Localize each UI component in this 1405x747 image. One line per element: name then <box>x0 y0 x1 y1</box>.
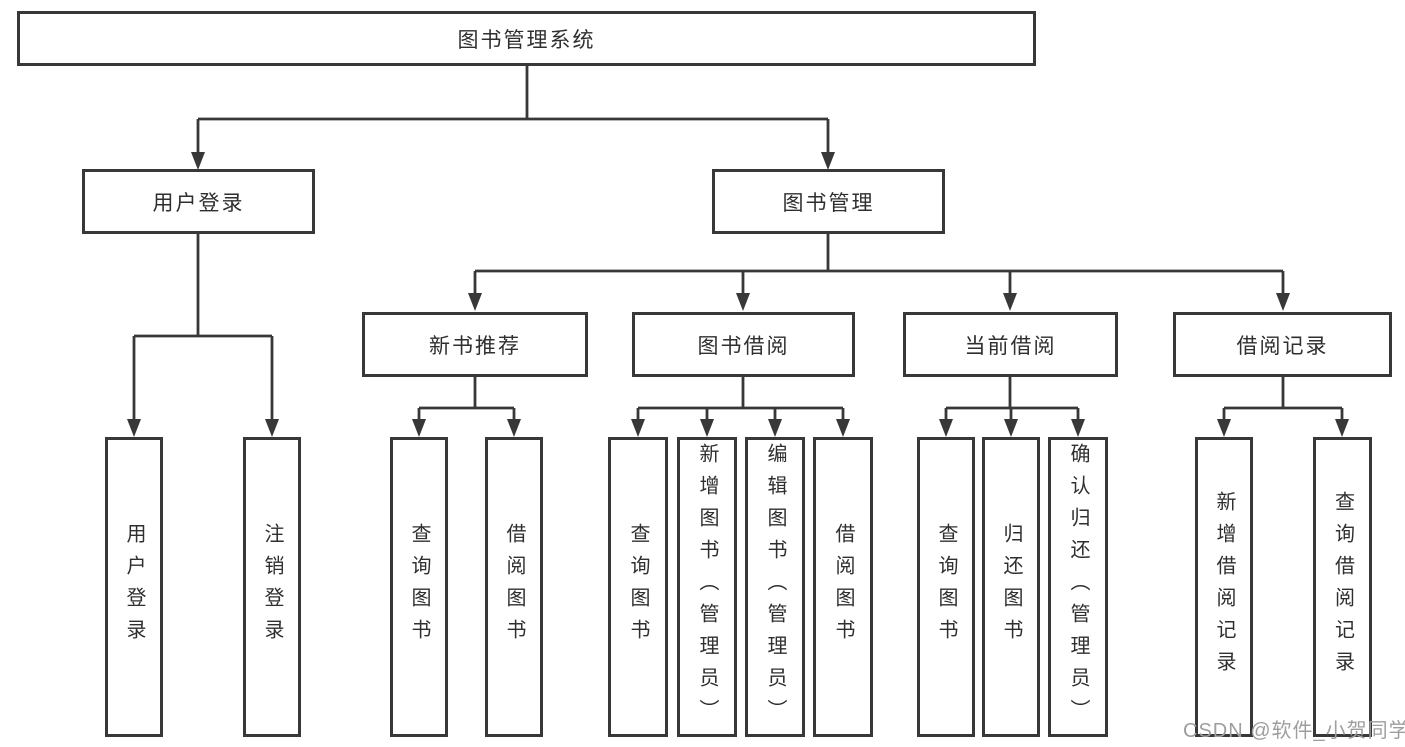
node-label: 归还图书 <box>1000 523 1022 651</box>
node-borrow-records: 借阅记录 <box>1173 312 1392 377</box>
node-borrow-books: 借阅图书 <box>813 437 873 737</box>
node-label: 借阅图书 <box>503 523 525 651</box>
node-label: 新书推荐 <box>429 334 521 358</box>
node-new-book-recommend: 新书推荐 <box>362 312 588 377</box>
node-confirm-return-admin: 确认归还（管理员） <box>1048 437 1108 737</box>
node-current-borrowing: 当前借阅 <box>903 312 1118 377</box>
node-label: 查询图书 <box>627 523 649 651</box>
node-label: 图书借阅 <box>697 334 790 358</box>
node-label: 查询图书 <box>408 523 430 651</box>
node-query-borrow-record: 查询借阅记录 <box>1313 437 1372 737</box>
node-label: 新增图书（管理员） <box>696 443 718 731</box>
node-label: 用户登录 <box>152 191 245 215</box>
node-label: 查询借阅记录 <box>1331 491 1354 683</box>
node-return-books: 归还图书 <box>982 437 1040 737</box>
node-leaf-logout: 注销登录 <box>243 437 301 737</box>
node-label: 编辑图书（管理员） <box>764 443 786 731</box>
node-label: 确认归还（管理员） <box>1067 443 1089 731</box>
node-user-login: 用户登录 <box>82 169 315 234</box>
node-label: 新增借阅记录 <box>1213 491 1235 683</box>
node-label: 借阅记录 <box>1236 334 1329 358</box>
csdn-watermark: CSDN @软件_小贺同学 <box>1183 720 1405 742</box>
node-label: 图书管理系统 <box>457 28 596 52</box>
node-label: 查询图书 <box>935 523 957 651</box>
node-label: 当前借阅 <box>964 334 1057 358</box>
node-label: 借阅图书 <box>832 523 854 651</box>
node-label: 注销登录 <box>261 523 283 651</box>
node-borrow-books-recommend: 借阅图书 <box>485 437 543 737</box>
node-book-management: 图书管理 <box>712 169 945 234</box>
node-add-books-admin: 新增图书（管理员） <box>677 437 737 737</box>
node-add-borrow-record: 新增借阅记录 <box>1195 437 1253 737</box>
node-edit-books-admin: 编辑图书（管理员） <box>745 437 805 737</box>
node-leaf-user-login: 用户登录 <box>105 437 163 737</box>
node-book-borrowing: 图书借阅 <box>632 312 855 377</box>
node-library-management-system: 图书管理系统 <box>17 11 1036 66</box>
node-label: 图书管理 <box>782 191 875 215</box>
node-query-books-recommend: 查询图书 <box>390 437 448 737</box>
arrowheads <box>127 152 1349 437</box>
node-query-books-borrow: 查询图书 <box>608 437 668 737</box>
node-label: 用户登录 <box>123 523 145 651</box>
node-query-books-current: 查询图书 <box>917 437 975 737</box>
